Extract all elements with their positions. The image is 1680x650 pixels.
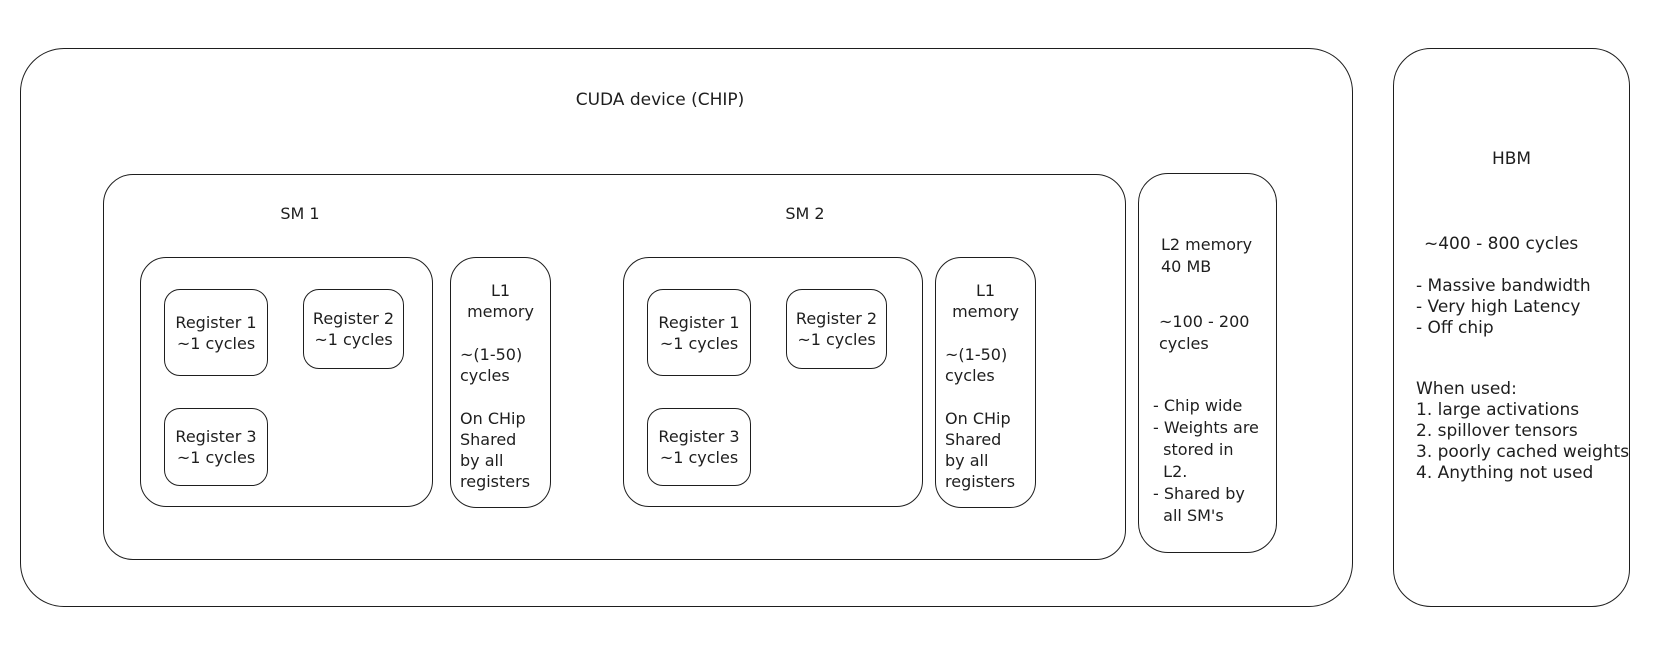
hbm-latency: ~400 - 800 cycles xyxy=(1424,234,1579,254)
sm2-l1-heading: L1 memory xyxy=(952,281,1019,321)
l2-notes: - Chip wide - Weights are stored in L2. … xyxy=(1153,396,1259,525)
sm1-register-3: Register 3 ~1 cycles xyxy=(164,408,268,486)
sm1-l1-heading: L1 memory xyxy=(467,281,534,321)
sm2-registers-box: Register 1 ~1 cycles Register 2 ~1 cycle… xyxy=(623,257,923,507)
sm1-l1-latency: ~(1-50) cycles xyxy=(460,345,523,385)
sm2-register-2: Register 2 ~1 cycles xyxy=(786,289,887,369)
hbm-when-used-list: When used: 1. large activations 2. spill… xyxy=(1416,379,1630,483)
sm2-register-1: Register 1 ~1 cycles xyxy=(647,289,751,376)
sm2-label: SM 2 xyxy=(785,204,825,223)
sm1-l1-memory-box: L1 memory ~(1-50) cycles On CHip Shared … xyxy=(450,257,551,508)
l2-heading: L2 memory 40 MB xyxy=(1161,235,1253,276)
hbm-traits-list: - Massive bandwidth - Very high Latency … xyxy=(1416,276,1591,338)
sm2-l1-latency: ~(1-50) cycles xyxy=(945,345,1008,385)
cuda-device-title: CUDA device (CHIP) xyxy=(575,90,745,110)
l2-latency: ~100 - 200 cycles xyxy=(1159,312,1250,353)
sm1-register-2: Register 2 ~1 cycles xyxy=(303,289,404,369)
sm2-l1-notes: On CHip Shared by all registers xyxy=(945,409,1016,491)
sm1-register-1: Register 1 ~1 cycles xyxy=(164,289,268,376)
sm1-registers-box: Register 1 ~1 cycles Register 2 ~1 cycle… xyxy=(140,257,433,507)
sm2-l1-memory-box: L1 memory ~(1-50) cycles On CHip Shared … xyxy=(935,257,1036,508)
cuda-device-box xyxy=(20,48,1353,607)
hbm-box: HBM ~400 - 800 cycles - Massive bandwidt… xyxy=(1393,48,1630,607)
sm-cluster-box xyxy=(103,174,1126,560)
sm1-l1-notes: On CHip Shared by all registers xyxy=(460,409,531,491)
sm1-label: SM 1 xyxy=(280,204,320,223)
hbm-label: HBM xyxy=(1491,149,1532,169)
l2-memory-box: L2 memory 40 MB ~100 - 200 cycles - Chip… xyxy=(1138,173,1277,553)
sm2-register-3: Register 3 ~1 cycles xyxy=(647,408,751,486)
